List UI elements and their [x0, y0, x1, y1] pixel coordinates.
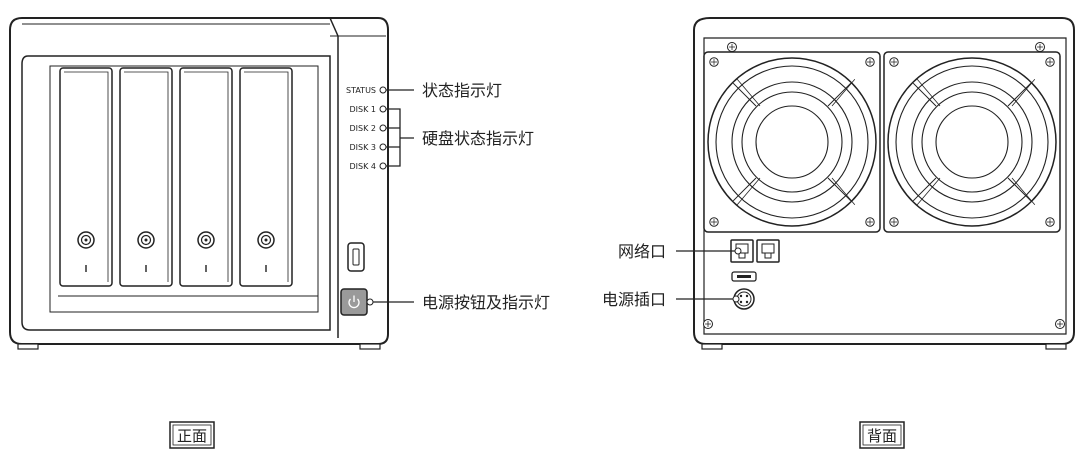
- back-caption-box: [859, 421, 905, 449]
- back-caption: 背面: [867, 427, 897, 445]
- usb-port: [347, 242, 365, 272]
- fan: [883, 51, 1061, 233]
- led-label-disk1: DISK 1: [350, 105, 376, 114]
- disk2-led: [379, 124, 387, 132]
- lock-icon: [137, 231, 155, 249]
- callout-power-button: 电源按钮及指示灯: [422, 293, 550, 312]
- drive-bay[interactable]: [179, 67, 233, 287]
- lock-icon: [77, 231, 95, 249]
- disk4-led: [379, 162, 387, 170]
- network-port-2[interactable]: [756, 239, 780, 263]
- front-view: STATUS DISK 1 DISK 2 DISK 3 DISK 4 状态指示灯…: [9, 17, 550, 449]
- fan: [703, 51, 881, 233]
- front-caption-box: [169, 421, 215, 449]
- callout-power-socket: 电源插口: [602, 290, 666, 309]
- led-label-status: STATUS: [346, 86, 376, 95]
- led-label-disk3: DISK 3: [350, 143, 376, 152]
- power-button[interactable]: [340, 288, 368, 316]
- status-led: [379, 86, 387, 94]
- callout-disk-leds: 硬盘状态指示灯: [422, 129, 534, 148]
- lock-icon: [257, 231, 275, 249]
- drive-bay[interactable]: [119, 67, 173, 287]
- drive-bays: [59, 67, 293, 287]
- screw: [703, 319, 713, 329]
- fans: [703, 51, 1061, 233]
- callout-network-port: 网络口: [618, 242, 666, 261]
- screw: [1055, 319, 1065, 329]
- back-view: 网络口 电源插口 背面: [602, 17, 1075, 449]
- disk3-led: [379, 143, 387, 151]
- power-icon: [348, 295, 360, 309]
- callout-status-led: 状态指示灯: [422, 81, 502, 100]
- drive-bay[interactable]: [239, 67, 293, 287]
- drive-bay[interactable]: [59, 67, 113, 287]
- screw: [727, 42, 737, 52]
- led-label-disk2: DISK 2: [350, 124, 376, 133]
- led-label-disk4: DISK 4: [350, 162, 376, 171]
- screw: [1035, 42, 1045, 52]
- disk1-led: [379, 105, 387, 113]
- front-caption: 正面: [177, 427, 207, 445]
- lock-icon: [197, 231, 215, 249]
